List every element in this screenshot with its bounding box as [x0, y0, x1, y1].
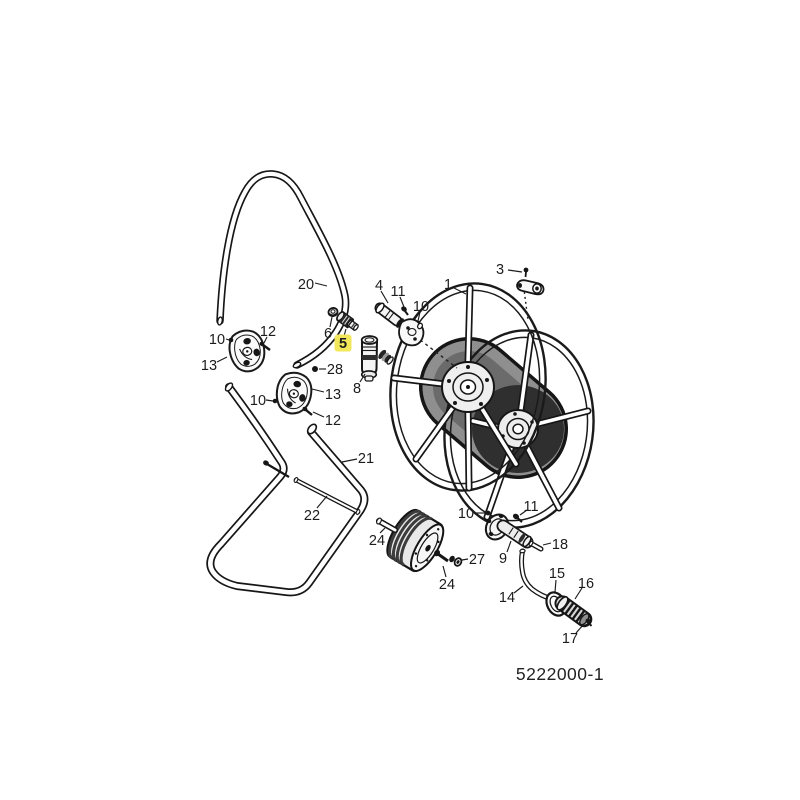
handle-part-20 — [216, 170, 350, 369]
part-label-17: 17 — [562, 631, 578, 647]
leader-line — [554, 579, 557, 593]
part-label-9: 9 — [499, 551, 507, 567]
part-label-13: 13 — [325, 387, 341, 403]
leader-line — [359, 373, 366, 383]
part-label-27: 27 — [469, 552, 485, 568]
plate-part-13-lower — [273, 369, 315, 417]
clip-part-3 — [516, 267, 545, 296]
leader-line — [442, 565, 447, 578]
ball-part-28 — [312, 366, 318, 372]
leader-line — [507, 269, 523, 273]
screw-part-10-d — [485, 510, 491, 516]
leader-line — [574, 587, 583, 600]
bolt-near-rod — [263, 460, 290, 478]
leader-line — [341, 458, 358, 463]
leader-line — [519, 509, 528, 516]
part-label-13: 13 — [201, 358, 217, 374]
part-label-15: 15 — [549, 566, 565, 582]
screw-part-12-upper — [259, 341, 271, 351]
nut-part-27 — [449, 555, 463, 567]
part-label-8: 8 — [353, 381, 361, 397]
screw-part-12-lower — [302, 406, 313, 416]
reel-part-1 — [389, 281, 595, 529]
part-label-10: 10 — [250, 393, 266, 409]
elbow-part-8 — [360, 335, 394, 382]
part-label-18: 18 — [552, 537, 568, 553]
leader-line — [311, 388, 325, 393]
leader-line — [542, 542, 552, 546]
part-label-11: 11 — [523, 499, 538, 515]
part-label-24: 24 — [369, 533, 385, 549]
part-label-1: 1 — [444, 277, 452, 293]
leader-line — [263, 336, 268, 344]
part-label-4: 4 — [375, 278, 383, 294]
leader-line — [225, 338, 230, 341]
part-label-5: 5 — [339, 336, 347, 352]
pin-part-18 — [528, 540, 544, 552]
reel-rear-spokes — [469, 331, 592, 521]
hub-part-9 — [484, 513, 534, 549]
highlight-marker — [334, 334, 352, 352]
wheel-hub-hole — [425, 544, 431, 552]
part-label-22: 22 — [304, 508, 320, 524]
wheel — [386, 508, 445, 572]
reel-front-spokes — [390, 284, 520, 492]
leader-line — [417, 311, 421, 322]
bolt-part-24 — [433, 549, 449, 563]
part-label-10: 10 — [209, 332, 225, 348]
part-label-11: 11 — [390, 284, 405, 300]
elbow-side-port — [378, 349, 394, 365]
screw-part-17 — [585, 618, 593, 627]
screw-part-11-upper — [401, 306, 409, 316]
leader-line — [575, 623, 585, 634]
part-label-10: 10 — [458, 506, 474, 522]
grip-part-16 — [554, 595, 593, 628]
part-label-12: 12 — [325, 413, 341, 429]
leader-line — [314, 282, 328, 287]
leader-line — [506, 540, 512, 553]
assembly-axis-dashed — [414, 335, 458, 369]
leader-line — [316, 495, 328, 509]
part-label-16: 16 — [578, 576, 594, 592]
leader-line — [461, 558, 469, 561]
clip-screw — [523, 267, 529, 273]
axle-pin-part-24 — [376, 517, 398, 533]
part-label-20: 20 — [298, 277, 314, 293]
leader-line — [329, 316, 333, 328]
screw-part-10-b — [272, 398, 278, 404]
part-label-10: 10 — [413, 299, 429, 315]
leader-line — [380, 290, 389, 304]
leader-line — [399, 296, 405, 308]
crank-part-14 — [519, 548, 555, 602]
reel-front-hub — [441, 361, 495, 413]
leader-line — [216, 356, 228, 363]
part-label-28: 28 — [327, 362, 343, 378]
leader-line — [513, 585, 524, 594]
drawing-number: 5222000-1 — [516, 664, 604, 684]
part-label-24: 24 — [439, 577, 455, 593]
screw-part-10-a — [228, 337, 234, 343]
connector-part-5 — [336, 311, 359, 332]
part-label-21: 21 — [358, 451, 374, 467]
part-label-6: 6 — [324, 326, 332, 342]
part-label-12: 12 — [260, 324, 276, 340]
leader-line — [312, 411, 325, 418]
part-label-3: 3 — [496, 262, 504, 278]
nut-part-6 — [327, 307, 339, 317]
part-label-14: 14 — [499, 590, 515, 606]
connector-part-4 — [374, 302, 425, 347]
leader-line — [265, 399, 274, 402]
screw-part-11-lower — [512, 513, 523, 523]
leader-line — [379, 527, 386, 534]
leader-line — [453, 287, 467, 295]
